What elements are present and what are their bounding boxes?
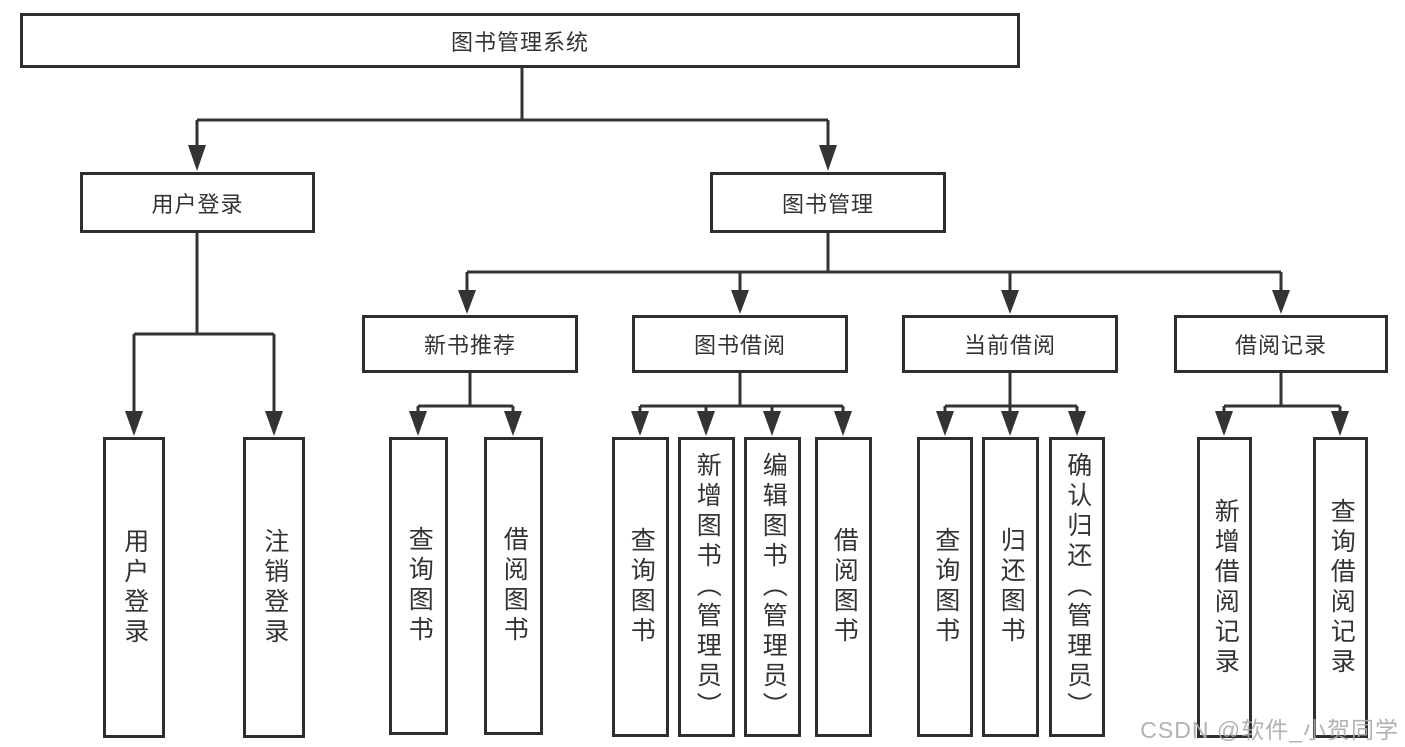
leaf-return-book: 归还图书	[982, 437, 1039, 737]
leaf-borrow-book-recommend-label: 借阅图书	[500, 526, 529, 646]
leaf-query-borrow-record: 查询借阅记录	[1313, 437, 1368, 738]
node-book-borrowing: 图书借阅	[632, 315, 848, 373]
leaf-borrow-book-label: 借阅图书	[830, 527, 859, 647]
leaf-query-book-recommend: 查询图书	[389, 437, 448, 735]
leaf-add-book-admin: 新增图书（管理员）	[678, 437, 735, 737]
leaf-add-book-admin-label: 新增图书（管理员）	[693, 452, 722, 722]
node-book-borrowing-label: 图书借阅	[693, 333, 786, 358]
node-book-management-label: 图书管理	[781, 191, 874, 217]
leaf-return-book-label: 归还图书	[997, 527, 1026, 647]
leaf-query-borrow-record-label: 查询借阅记录	[1327, 497, 1356, 678]
leaf-query-book-borrow-label: 查询图书	[627, 527, 656, 647]
leaf-add-borrow-record: 新增借阅记录	[1197, 437, 1252, 738]
leaf-query-book-borrow: 查询图书	[612, 437, 669, 737]
leaf-query-book-current-label: 查询图书	[931, 527, 960, 647]
node-user-login-label: 用户登录	[151, 191, 244, 217]
node-new-book-recommendation-label: 新书推荐	[423, 333, 516, 358]
leaf-borrow-book: 借阅图书	[815, 437, 872, 737]
node-current-borrowing-label: 当前借阅	[963, 333, 1056, 358]
leaf-query-book-recommend-label: 查询图书	[405, 526, 434, 646]
node-borrowing-records-label: 借阅记录	[1234, 333, 1327, 358]
leaf-edit-book-admin-label: 编辑图书（管理员）	[759, 452, 788, 722]
node-borrowing-records: 借阅记录	[1174, 315, 1388, 373]
leaf-edit-book-admin: 编辑图书（管理员）	[744, 437, 801, 737]
node-current-borrowing: 当前借阅	[902, 315, 1118, 373]
leaf-logout-label: 注销登录	[260, 527, 289, 648]
leaf-confirm-return-admin-label: 确认归还（管理员）	[1063, 452, 1092, 722]
leaf-user-login-label: 用户登录	[120, 527, 149, 648]
leaf-user-login: 用户登录	[103, 437, 165, 738]
node-root: 图书管理系统	[20, 13, 1020, 68]
csdn-watermark: CSDN @软件_小贺同学	[1140, 717, 1399, 743]
leaf-query-book-current: 查询图书	[917, 437, 973, 737]
leaf-borrow-book-recommend: 借阅图书	[484, 437, 543, 735]
node-user-login: 用户登录	[80, 172, 315, 233]
leaf-logout: 注销登录	[243, 437, 305, 738]
node-book-management: 图书管理	[710, 172, 946, 233]
node-new-book-recommendation: 新书推荐	[362, 315, 578, 373]
node-root-label: 图书管理系统	[450, 29, 589, 55]
leaf-add-borrow-record-label: 新增借阅记录	[1211, 497, 1240, 678]
leaf-confirm-return-admin: 确认归还（管理员）	[1049, 437, 1105, 737]
